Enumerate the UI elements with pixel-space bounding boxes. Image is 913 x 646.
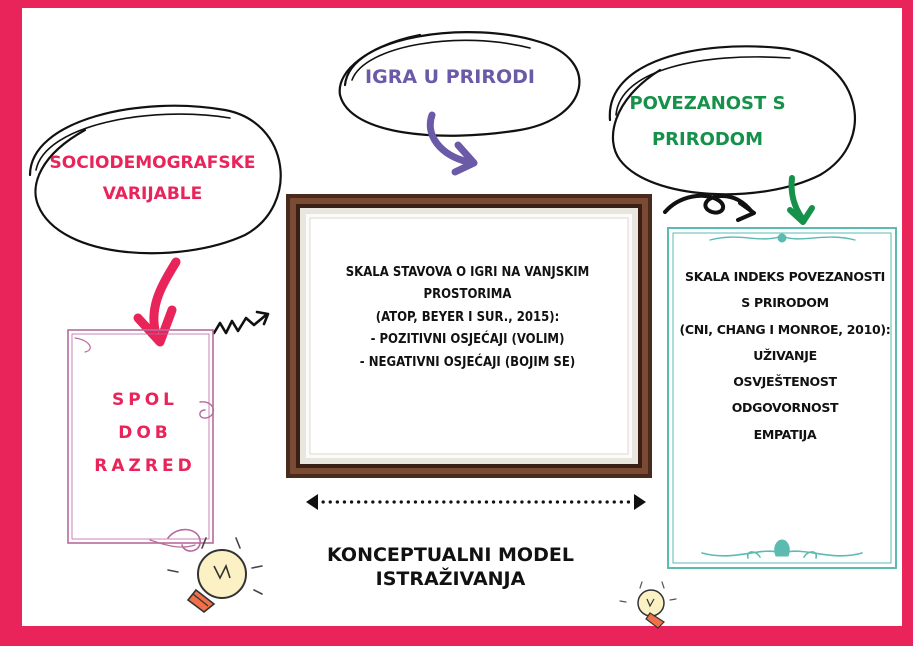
lightbulb-small-icon (619, 581, 677, 629)
cni-line: SKALA INDEKS POVEZANOSTI (685, 269, 885, 284)
lightbulb-icon (167, 537, 263, 614)
socio-item: DOB (118, 423, 172, 444)
povezanost-ellipse (608, 45, 856, 196)
cni-box-text: SKALA INDEKS POVEZANOSTI S PRIRODOM (CNI… (665, 264, 905, 448)
povezanost-title-line: PRIRODOM (651, 129, 764, 150)
model-title-line: KONCEPTUALNI MODEL (327, 544, 574, 566)
model-title-line: ISTRAŽIVANJA (375, 567, 526, 590)
cni-line: (CNI, CHANG I MONROE, 2010): (679, 321, 891, 337)
model-title: KONCEPTUALNI MODEL ISTRAŽIVANJA (318, 544, 583, 592)
socio-item: RAZRED (94, 456, 196, 477)
socio-item: SPOL (112, 390, 178, 410)
atop-line: PROSTORIMA (423, 287, 512, 303)
atop-line: SKALA STAVOVA O IGRI NA VANJSKIM (345, 265, 590, 280)
igra-purple-arrow (426, 111, 478, 176)
cni-line: UŽIVANJE (753, 347, 817, 363)
igra-title: IGRA U PRIRODI (365, 66, 535, 88)
socio-title-line: SOCIODEMOGRAFSKE (49, 153, 256, 173)
double-headed-arrow-icon (306, 494, 646, 510)
cni-frame (667, 227, 897, 569)
sociodemographic-title: SOCIODEMOGRAFSKE VARIJABLE (30, 148, 275, 211)
cni-line: S PRIRODOM (741, 295, 829, 311)
povezanost-green-arrow (787, 175, 815, 225)
socio-ellipse (28, 104, 282, 255)
atop-line: (ATOP, BEYER I SUR., 2015): (375, 309, 560, 325)
cni-line: OSVJEŠTENOST (733, 374, 837, 389)
povezanost-title: POVEZANOST S PRIRODOM (605, 86, 810, 158)
atop-line: - NEGATIVNI OSJEĆAJI (BOJIM SE) (359, 354, 576, 370)
cni-line: ODGOVORNOST (731, 400, 839, 416)
igra-ellipse (338, 31, 581, 137)
spol-frame (67, 329, 215, 552)
swirl-arrow-icon (212, 310, 270, 335)
socio-pink-arrow (133, 257, 181, 347)
povezanost-title-line: POVEZANOST S (629, 93, 786, 114)
atop-frame (286, 194, 652, 478)
socio-title-line: VARIJABLE (102, 184, 203, 205)
cni-line: EMPATIJA (753, 426, 817, 442)
socio-items-list: SPOL DOB RAZRED (80, 384, 210, 483)
atop-line: - POZITIVNI OSJEĆAJI (VOLIM) (370, 332, 565, 348)
atop-box-text: SKALA STAVOVA O IGRI NA VANJSKIM PROSTOR… (305, 262, 630, 374)
loop-arrow-to-cni (663, 193, 756, 222)
